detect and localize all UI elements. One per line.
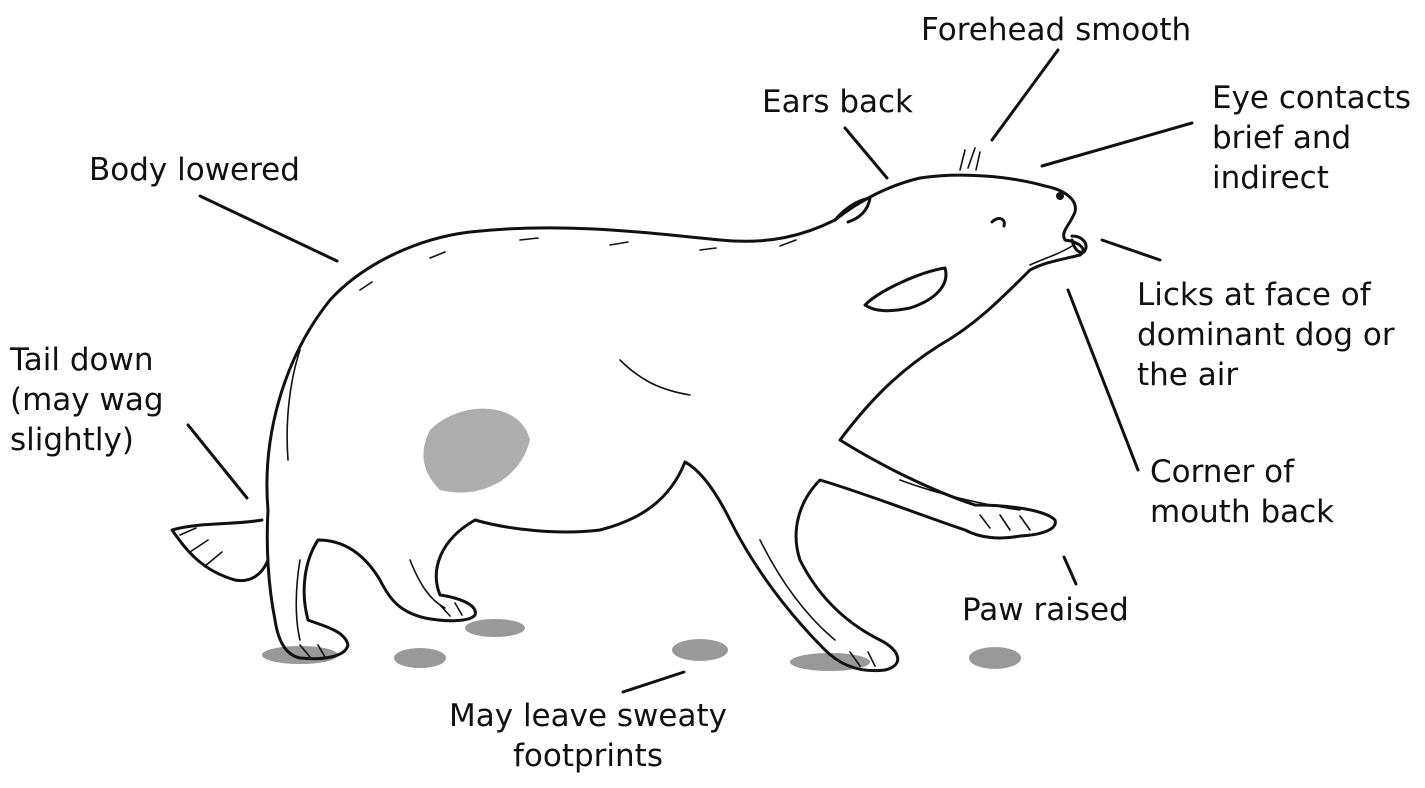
nose [1056,192,1064,200]
far-ear [835,198,870,222]
footprints [262,619,1021,671]
label-mouth-back: Corner of mouth back [1150,452,1334,532]
label-ears-back: Ears back [762,82,913,122]
ear [865,268,946,311]
tail [172,520,268,581]
label-sweaty-footprints: May leave sweaty footprints [449,696,727,776]
label-eye-contact: Eye contacts brief and indirect [1212,78,1411,198]
label-paw-raised: Paw raised [962,590,1129,630]
eye [992,219,1004,226]
label-forehead-smooth: Forehead smooth [921,10,1191,50]
body [267,175,1083,670]
label-licks-face: Licks at face of dominant dog or the air [1137,275,1395,395]
label-tail-down: Tail down (may wag slightly) [10,340,164,460]
label-body-lowered: Body lowered [89,150,300,190]
